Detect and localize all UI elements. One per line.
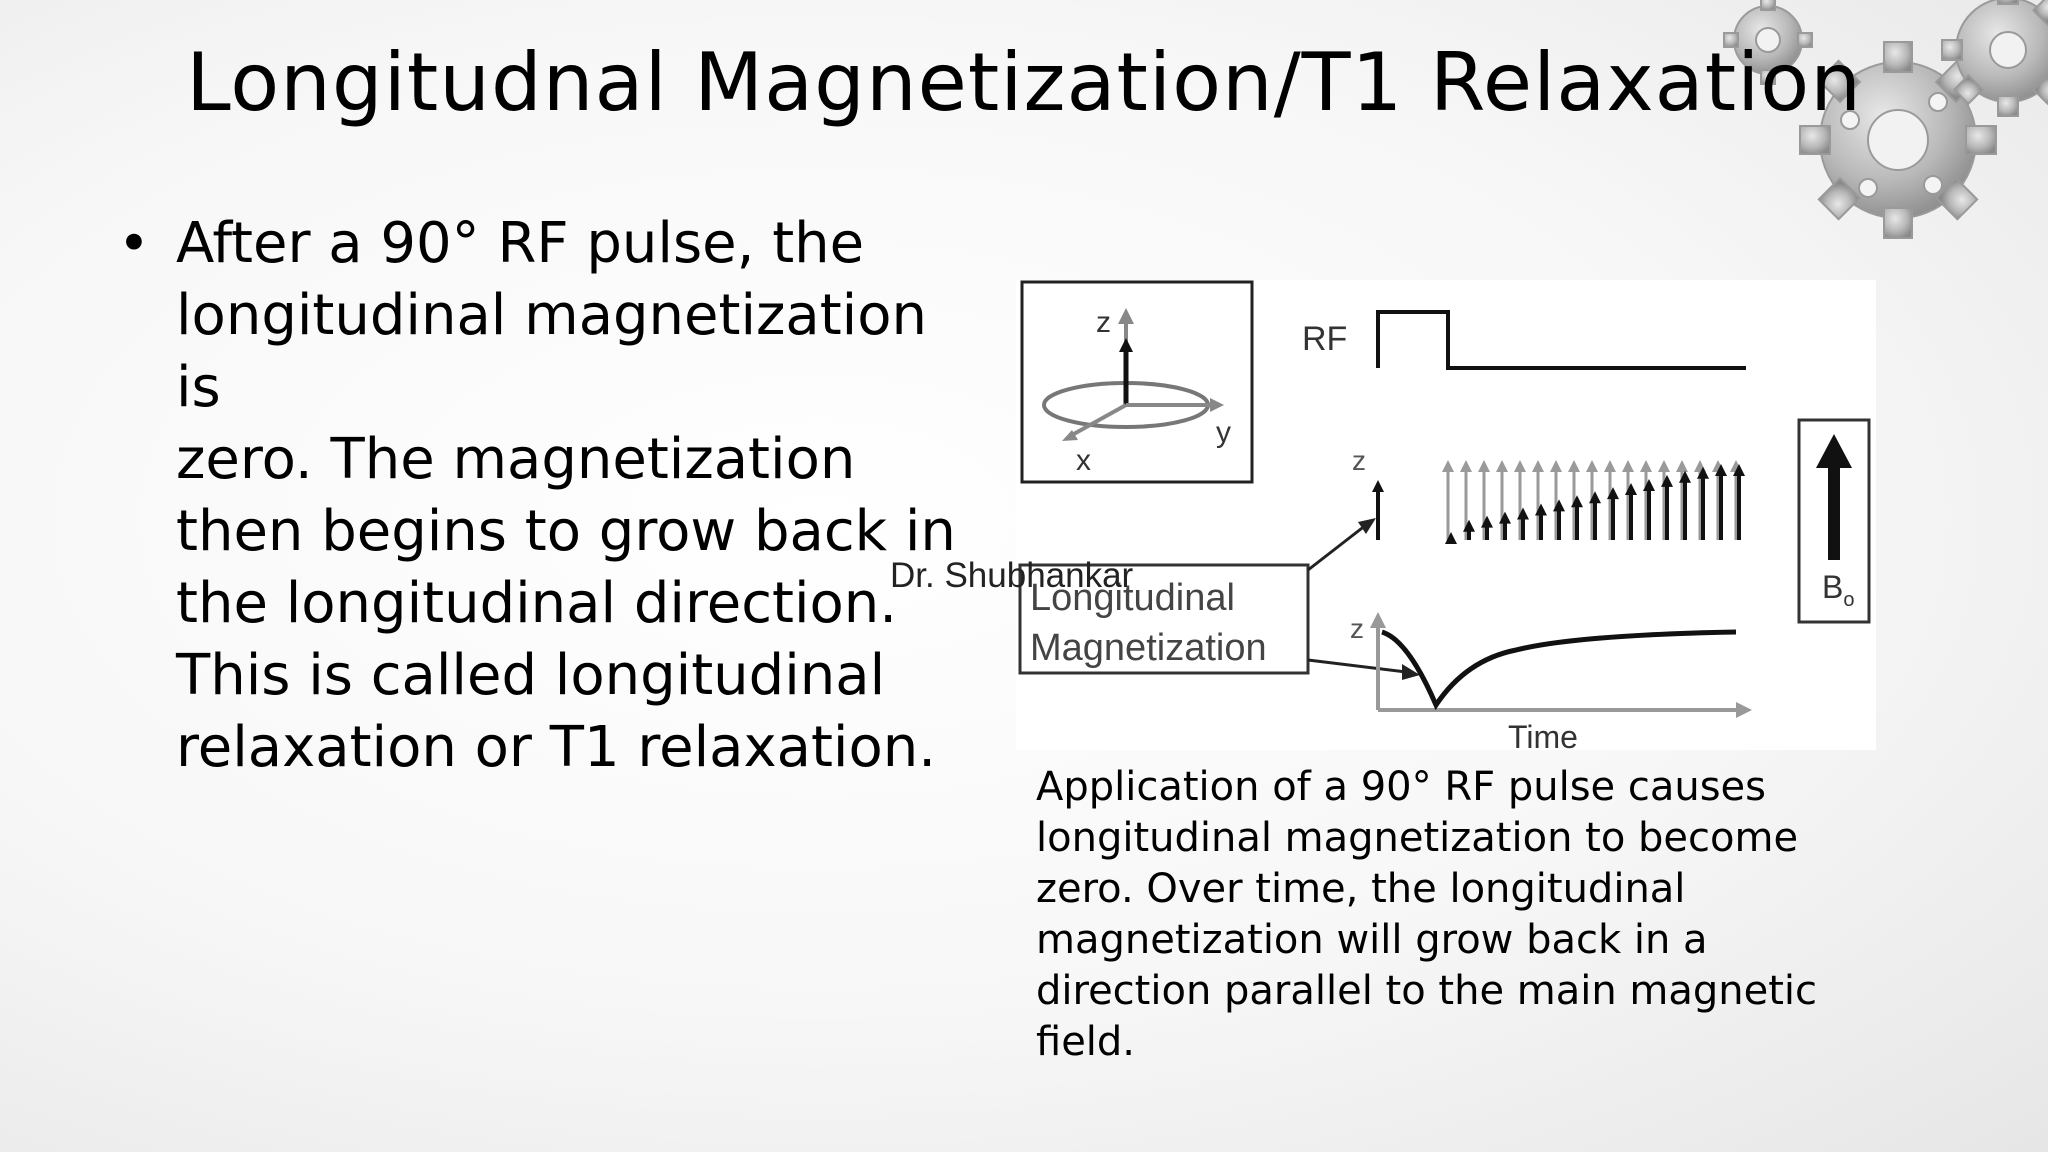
equilibrium-arrow-head [1514,460,1526,472]
watermark-text: Dr. Shubhankar [890,556,1134,595]
recovering-arrow-head [1733,464,1745,476]
equilibrium-arrow-head [1658,460,1670,472]
figure-caption: Application of a 90° RF pulse causes lon… [1036,764,1818,1065]
axis-z-label: z [1096,306,1111,339]
time-label: Time [1508,719,1578,750]
b0-subscript: o [1843,589,1854,611]
rf-label: RF [1302,320,1347,358]
rf-pulse: RF [1302,310,1746,370]
b0-label: Bo [1822,569,1854,611]
recovering-arrow-head [1571,495,1583,508]
recovering-arrow-head [1445,532,1457,544]
recovering-arrow-head [1481,515,1493,528]
recovering-arrow-head [1535,503,1547,516]
equilibrium-arrow-head [1550,460,1562,472]
axis-y-label: y [1216,416,1231,449]
arrow-row-arrows [1372,460,1745,544]
longitudinal-label-line1: Longitudinal [1030,577,1235,619]
recovering-arrow-head [1715,464,1727,476]
recovering-arrow-head [1697,466,1709,479]
equilibrium-arrow-head [1604,460,1616,472]
equilibrium-arrow-head [1568,460,1580,472]
t1-recovery-curve [1381,629,1737,711]
recovering-arrow-head [1553,499,1565,512]
recovering-arrow-head [1517,507,1529,520]
equilibrium-arrow-head [1586,460,1598,472]
equilibrium-arrow-head [1460,460,1472,472]
axis-x-label: x [1076,444,1091,477]
recovering-arrow-head [1589,491,1601,504]
gears-decoration-icon [1723,0,2048,239]
bullet-text: After a 90° RF pulse, the longitudinal m… [176,211,956,780]
longitudinal-label-box: Longitudinal Magnetization [1018,518,1420,680]
longitudinal-label-line2: Magnetization [1030,627,1267,669]
magnetization-arrow-row: z [1352,445,1745,544]
recovering-arrow-head [1643,478,1655,491]
equilibrium-arrow-head [1622,460,1634,472]
bullet-point: • After a 90° RF pulse, the longitudinal… [118,208,978,784]
bullet-marker: • [118,212,150,275]
equilibrium-arrow-head [1640,460,1652,472]
slide-title: Longitudnal Magnetization/T1 Relaxation [186,36,1862,129]
equilibrium-arrow-head [1442,460,1454,472]
coordinate-inset: z y x [1020,280,1254,484]
recovering-arrow-head [1607,487,1619,500]
recovering-arrow-head [1499,511,1511,524]
curve-z-label: z [1350,613,1364,644]
recovering-arrow-head [1625,483,1637,496]
row-z-label: z [1352,445,1366,476]
recovery-curve-plot: z Time [1350,612,1752,750]
equilibrium-arrow-head [1478,460,1490,472]
equilibrium-arrow-head [1532,460,1544,472]
equilibrium-arrow-head [1676,460,1688,472]
b0-field-box: Bo [1797,418,1871,624]
equilibrium-arrow-head [1496,460,1508,472]
recovering-arrow-head [1679,470,1691,483]
t1-relaxation-figure: z y x RF z Longitudinal Magnetization z … [1016,280,1876,750]
recovering-arrow-head [1661,474,1673,487]
recovering-arrow-head [1463,519,1475,532]
magnetization-arrow-first-head [1372,480,1384,492]
